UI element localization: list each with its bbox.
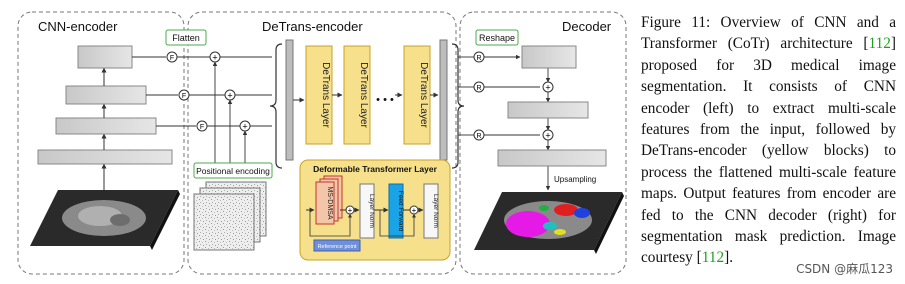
encoder-feature-block-1 [37, 149, 173, 165]
svg-text:+: + [227, 91, 232, 101]
positional-encoding-label: Positional encoding [196, 166, 270, 176]
reshape-op-1: R [473, 51, 485, 63]
cotr-architecture-diagram: CNN-encoder DeTrans-encoder Decoder Flat… [17, 11, 627, 275]
svg-text:R: R [476, 133, 481, 140]
encoder-feature-block-4 [77, 45, 133, 69]
flatten-op-2: F [178, 89, 190, 101]
svg-text:F: F [182, 93, 186, 100]
input-ct-volume [30, 190, 180, 250]
detrans-layer-2: DeTrans Layer [343, 45, 371, 145]
cnn-encoder-panel [17, 11, 185, 275]
reference-point-block [313, 239, 361, 252]
caption-citation-1[interactable]: 112 [868, 35, 891, 53]
svg-text:MS-DMSA: MS-DMSA [326, 186, 333, 219]
caption-citation-2[interactable]: 112 [701, 249, 725, 267]
svg-text:R: R [476, 55, 481, 62]
upsampling-label: Upsampling [554, 175, 596, 184]
svg-text:DeTrans Layer: DeTrans Layer [418, 62, 429, 128]
svg-text:+: + [545, 131, 550, 141]
svg-text:Layer Norm: Layer Norm [432, 194, 439, 228]
positional-encoding-tag [193, 162, 273, 179]
svg-text:Reference point: Reference point [318, 244, 357, 250]
decoder-add-op-2: + [542, 129, 554, 141]
cnn-encoder-title: CNN-encoder [38, 19, 118, 34]
caption-text-3: ]. [724, 249, 734, 267]
reshape-op-3: R [473, 129, 485, 141]
layer-norm-2 [423, 183, 439, 239]
svg-text:F: F [200, 124, 204, 131]
svg-text:+: + [545, 83, 550, 93]
flatten-op-3: F [196, 120, 208, 132]
encoder-feature-block-3 [65, 85, 147, 105]
detrans-layer-n: DeTrans Layer [403, 45, 431, 145]
figure-caption: Figure 11: Overview of CNN and a Transfo… [641, 12, 896, 269]
svg-text:DeTrans Layer: DeTrans Layer [320, 62, 331, 128]
pos-add-op-2: + [224, 89, 236, 101]
decoder-block-1 [521, 45, 577, 69]
decoder-panel [459, 11, 627, 275]
pos-add-op-3: + [239, 120, 251, 132]
layer-ellipsis: • • • [376, 94, 394, 106]
positional-encoding-maps [193, 181, 267, 251]
pos-add-op-1: + [209, 51, 221, 63]
detrans-layer-1: DeTrans Layer [305, 45, 333, 145]
caption-text-2: ] proposed for 3D medical image segmenta… [641, 35, 896, 267]
svg-text:+: + [348, 206, 353, 215]
svg-text:+: + [242, 122, 247, 132]
reshape-tag-label: Reshape [479, 33, 515, 43]
watermark: CSDN @麻瓜123 [796, 262, 893, 276]
decoder-add-op-1: + [542, 81, 554, 93]
svg-text:+: + [412, 206, 417, 215]
flatten-tag-label: Flatten [172, 33, 200, 43]
flatten-tag [165, 29, 207, 46]
svg-text:R: R [476, 85, 481, 92]
encoder-feature-block-2 [55, 117, 157, 135]
reshape-tag [475, 29, 519, 46]
dtl-title: Deformable Transformer Layer [313, 164, 437, 174]
layer-norm-1 [359, 183, 375, 239]
svg-text:F: F [170, 55, 174, 62]
deformable-transformer-layer-detail: Deformable Transformer Layer MS-DMSA + L… [299, 159, 451, 261]
svg-text:DeTrans Layer: DeTrans Layer [358, 62, 369, 128]
decoder-title: Decoder [562, 19, 612, 34]
segmentation-output [474, 192, 624, 254]
decoder-block-3 [497, 149, 607, 167]
reshape-op-2: R [473, 81, 485, 93]
svg-text:Layer Norm: Layer Norm [368, 194, 375, 228]
detrans-encoder-title: DeTrans-encoder [262, 19, 363, 34]
svg-text:+: + [212, 53, 217, 63]
flattened-token-stack [269, 39, 294, 169]
caption-text-1: Figure 11: Overview of CNN and a Transfo… [641, 14, 896, 53]
ms-dmsa-block [315, 181, 335, 225]
detrans-encoder-panel [187, 11, 457, 275]
feed-forward-block [388, 183, 404, 239]
svg-text:Feed Forward: Feed Forward [397, 191, 404, 232]
decoder-block-2 [507, 101, 589, 119]
flatten-op-1: F [166, 51, 178, 63]
